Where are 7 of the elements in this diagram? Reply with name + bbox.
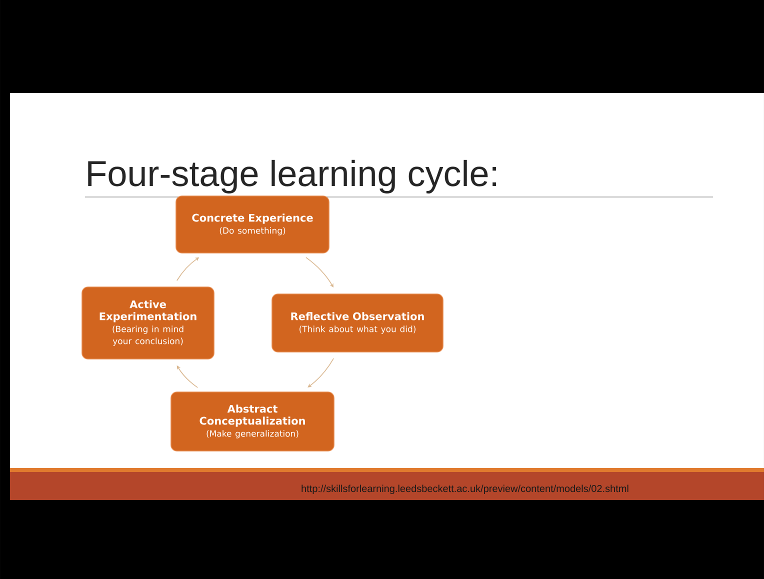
cycle-arrow [308,358,334,388]
source-url: http://skillsforlearning.leedsbeckett.ac.uk/preview/content/models/02.shtml [302,484,628,494]
slide-title: Four-stage learning cycle: [88,160,496,194]
stage-box: Active Experimentation (Bearing in mind your conclusion) [82,286,214,360]
stage-box: Abstract Conceptualization (Make generalization) [170,392,334,452]
stage-box: Reflective Observation (Think about what you did) [272,294,444,352]
stage-box: Concrete Experience (Do something) [176,196,330,254]
